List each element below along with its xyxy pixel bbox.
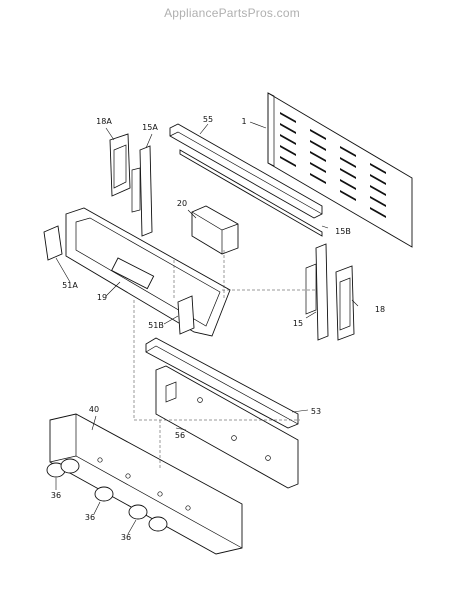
vent-slot <box>370 163 386 174</box>
vent-slot <box>280 145 296 156</box>
endcap-51b-part[interactable] <box>177 295 195 335</box>
callout-18a: 18A <box>96 117 112 126</box>
callout-40: 40 <box>89 405 99 414</box>
callout-56: 56 <box>175 431 185 440</box>
control-board-part[interactable] <box>191 205 239 255</box>
vent-slot <box>370 174 386 185</box>
callout-15b: 15B <box>335 227 351 236</box>
vent-slot <box>310 173 326 184</box>
vent-slot <box>370 185 386 196</box>
vent-slot <box>370 196 386 207</box>
callout-36-c: 36 <box>121 533 131 542</box>
knob-part-1[interactable] <box>46 458 80 478</box>
callout-51b: 51B <box>148 321 164 330</box>
vent-slot <box>340 179 356 190</box>
callout-20: 20 <box>177 199 187 208</box>
watermark-text: AppliancePartsPros.com <box>164 6 300 20</box>
callout-15a: 15A <box>142 123 158 132</box>
callout-36-b: 36 <box>85 513 95 522</box>
callout-55: 55 <box>203 115 213 124</box>
vent-slot <box>340 190 356 201</box>
vent-slot <box>280 134 296 145</box>
callout-51a: 51A <box>62 281 78 290</box>
lower-panel-part[interactable] <box>155 365 299 489</box>
callout-labels: 1 55 18A 15A 20 15B 51A 19 51B 15 18 53 … <box>51 115 385 542</box>
rear-panel-part[interactable] <box>267 92 413 248</box>
vent-slot <box>340 168 356 179</box>
callout-53: 53 <box>311 407 321 416</box>
vent-slot <box>310 140 326 151</box>
front-rail-part[interactable] <box>145 337 299 429</box>
vent-slot <box>280 156 296 167</box>
assembly-guide-lines <box>133 250 316 470</box>
vent-slot <box>310 129 326 140</box>
vent-slot <box>310 162 326 173</box>
bracket-15-part[interactable] <box>305 243 329 341</box>
callout-36-a: 36 <box>51 491 61 500</box>
bracket-18-part[interactable] <box>335 265 355 341</box>
callout-1: 1 <box>241 117 246 126</box>
vent-slot <box>370 207 386 218</box>
vent-slot <box>280 123 296 134</box>
endcap-51a-part[interactable] <box>43 225 63 261</box>
vent-slot <box>280 112 296 123</box>
bracket-15a-part[interactable] <box>131 145 153 237</box>
callout-15: 15 <box>293 319 303 328</box>
callout-19: 19 <box>97 293 107 302</box>
bracket-18a-part[interactable] <box>109 133 131 197</box>
manifold-panel-part[interactable] <box>49 413 243 555</box>
top-trim-part[interactable] <box>169 123 323 237</box>
vent-slot <box>340 157 356 168</box>
callout-18: 18 <box>375 305 385 314</box>
leader-lines <box>55 121 359 535</box>
vent-slot <box>340 146 356 157</box>
vent-slot <box>310 151 326 162</box>
knob-part-3[interactable] <box>128 504 168 532</box>
knob-part-2[interactable] <box>94 486 114 502</box>
